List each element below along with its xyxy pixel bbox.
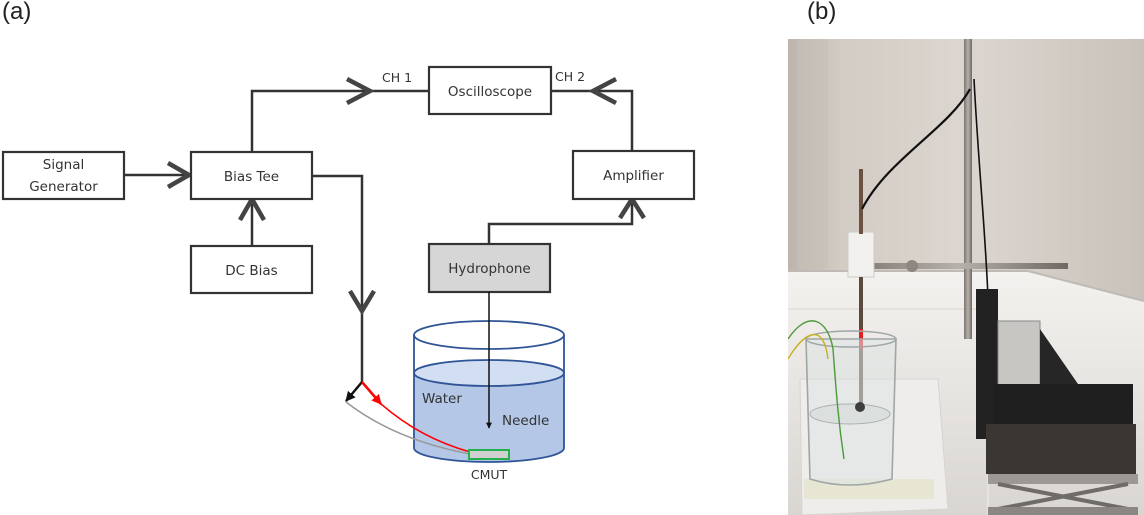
signal-wire — [380, 403, 471, 453]
dc-bias-label: DC Bias — [225, 263, 277, 279]
needle-holder — [847, 231, 875, 278]
arrowhead-cmut-cable — [348, 289, 376, 316]
lab-jack-bottom — [988, 507, 1138, 515]
clamp-rod — [848, 263, 1068, 269]
setup-photo — [788, 39, 1144, 515]
wire-hydrophone-to-amplifier — [487, 198, 634, 244]
ch1-label: CH 1 — [382, 70, 412, 85]
wire-amplifier-to-ch2 — [552, 89, 634, 152]
stage-xy-plate — [993, 384, 1133, 424]
door-frame — [798, 39, 828, 269]
bias-tee-block: Bias Tee — [189, 150, 314, 201]
signal-generator-label-2: Generator — [29, 179, 98, 195]
dc-bias-block: DC Bias — [189, 244, 314, 295]
cmut-device — [468, 449, 510, 460]
stand-rod — [964, 39, 972, 339]
lab-jack-top — [988, 474, 1138, 484]
stage-cable — [973, 78, 989, 300]
wire-biastee-to-ch1 — [250, 89, 428, 152]
hydrophone-label: Hydrophone — [448, 261, 530, 277]
ch2-label: CH 2 — [555, 69, 585, 84]
wire-biastee-to-cmut — [313, 174, 364, 384]
lab-jack-scissors — [997, 482, 1129, 511]
oscilloscope-label: Oscilloscope — [448, 84, 532, 100]
water-label: Water — [422, 391, 462, 407]
amplifier-block: Amplifier — [571, 149, 696, 201]
green-wire — [788, 320, 845, 460]
hydrophone-cable — [861, 88, 971, 210]
clamp-knob — [906, 260, 918, 272]
arrowhead-biastee-input — [166, 161, 194, 189]
bias-tee-label: Bias Tee — [224, 169, 279, 185]
connection-lines — [124, 89, 634, 384]
panel-label-b: (b) — [807, 0, 837, 25]
arrowhead-ch1 — [345, 77, 375, 105]
panel-label-a: (a) — [2, 0, 32, 25]
ground-wire — [345, 401, 471, 455]
yellow-wire — [788, 333, 829, 360]
needle-top — [859, 169, 863, 234]
cmut-in-beaker — [855, 402, 865, 412]
beaker-water — [809, 403, 891, 425]
translation-stage — [976, 289, 1138, 515]
signal-wire-arrow — [361, 381, 382, 405]
ground-wire-arrow — [345, 381, 363, 402]
oscilloscope-block: Oscilloscope — [427, 65, 553, 116]
arrowheads — [166, 77, 646, 316]
stage-base — [986, 424, 1136, 474]
signal-generator-block: Signal Generator — [1, 150, 126, 201]
hydrophone-block: Hydrophone — [427, 242, 552, 294]
signal-generator-label-1: Signal — [43, 157, 84, 173]
cmut-label: CMUT — [471, 467, 508, 482]
beaker-rim — [805, 330, 897, 348]
setup-photo-illustration — [788, 39, 1144, 515]
arrowhead-ch2 — [588, 77, 618, 105]
tank-walls — [413, 335, 565, 463]
needle-label: Needle — [502, 413, 549, 429]
amplifier-label: Amplifier — [603, 168, 664, 184]
stage-vertical-rail — [976, 289, 998, 439]
block-diagram: Signal Generator Bias Tee DC Bias Oscill… — [1, 65, 696, 482]
stage-gusset — [1040, 329, 1078, 384]
